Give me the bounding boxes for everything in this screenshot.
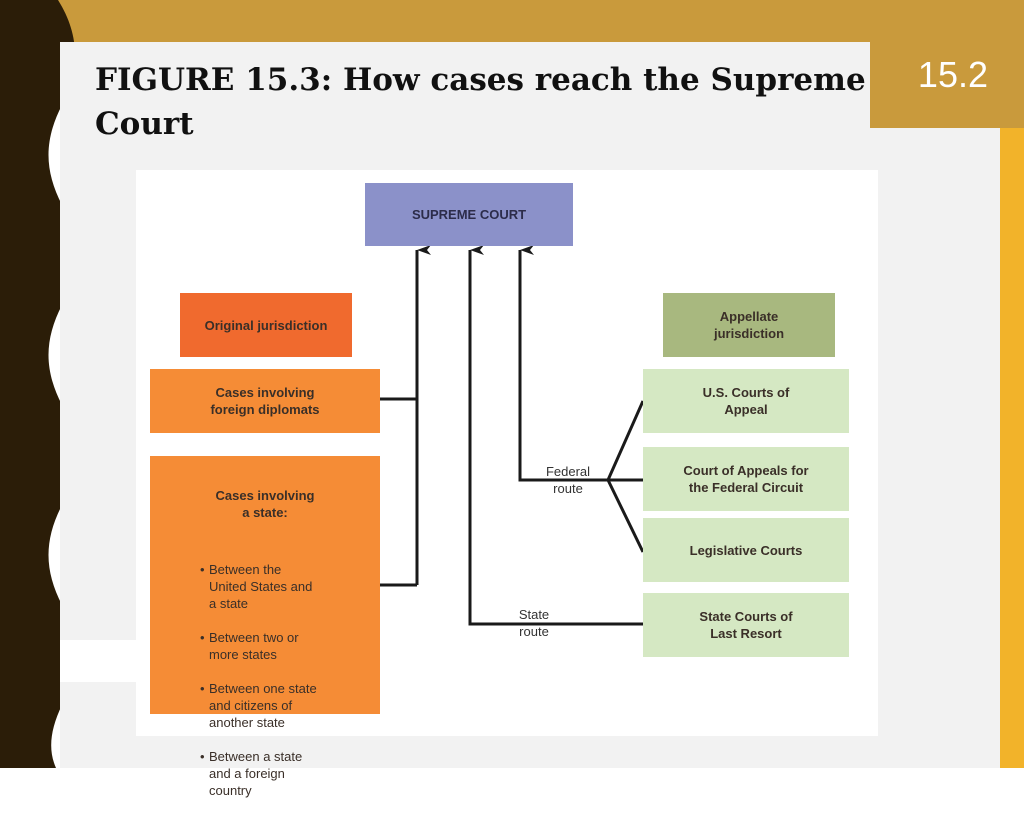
state-route-connector xyxy=(468,245,643,626)
original-jurisdiction-header: Original jurisdiction xyxy=(180,293,352,357)
list-item: Between the United States and a state xyxy=(200,561,380,612)
original-jurisdiction-connector xyxy=(380,250,417,587)
state-courts-last-resort-box: State Courts of Last Resort xyxy=(643,593,849,657)
federal-route-label: Federal route xyxy=(545,464,591,496)
supreme-court-box: SUPREME COURT xyxy=(365,183,573,246)
page-title: FIGURE 15.3: How cases reach the Supreme… xyxy=(95,62,866,142)
state-route-label: State route xyxy=(518,607,550,639)
foreign-diplomats-box: Cases involving foreign diplomats xyxy=(150,369,380,433)
white-accent-bar xyxy=(60,640,140,682)
legislative-courts-box: Legislative Courts xyxy=(643,518,849,582)
flow-connectors xyxy=(380,0,645,626)
state-cases-box: Cases involving a state: Between the Uni… xyxy=(150,456,380,798)
slide-number-badge: 15.2 xyxy=(870,42,1024,128)
state-cases-header: Cases involving a state: xyxy=(215,488,315,520)
list-item: Between one state and citizens of anothe… xyxy=(200,680,380,731)
top-gold-bar xyxy=(0,0,1024,42)
appellate-jurisdiction-header: Appellate jurisdiction xyxy=(663,293,835,357)
list-item: Between two or more states xyxy=(200,629,380,663)
right-accent-stripe xyxy=(1000,128,1024,768)
us-courts-of-appeal-box: U.S. Courts of Appeal xyxy=(643,369,849,433)
list-item: Between a state and a foreign country xyxy=(200,748,380,799)
federal-circuit-box: Court of Appeals for the Federal Circuit xyxy=(643,447,849,511)
federal-route-connector xyxy=(518,245,608,482)
federal-branch-lines xyxy=(606,400,645,553)
wavy-left-border xyxy=(0,0,76,768)
state-cases-list: Between the United States and a state Be… xyxy=(150,544,380,816)
slide-number: 15.2 xyxy=(917,54,988,95)
